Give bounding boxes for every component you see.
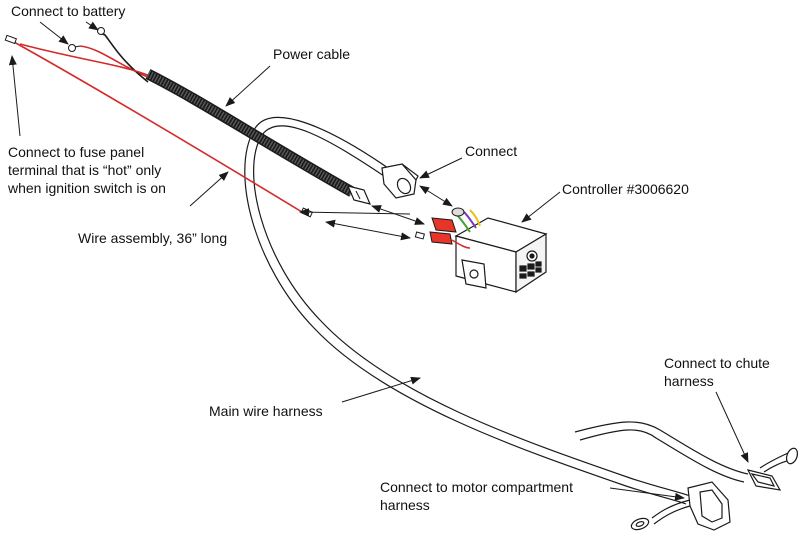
controller-box: [414, 207, 548, 294]
motor-compartment-connector: [630, 481, 731, 531]
label-fuse-panel-line3: when ignition switch is on: [8, 180, 166, 196]
battery-leads: [68, 27, 151, 83]
chute-harness-connector: [746, 447, 799, 491]
label-main-wire-harness: Main wire harness: [209, 403, 323, 419]
harness-connector: [381, 163, 419, 199]
label-power-cable: Power cable: [273, 46, 351, 62]
label-controller: Controller #3006620: [562, 181, 689, 197]
label-motor-harness-line1: Connect to motor compartment: [380, 479, 573, 495]
label-fuse-panel: Connect to fuse panel terminal that is “…: [8, 143, 166, 197]
leader-lines: [8, 21, 749, 501]
label-chute-harness: Connect to chute harness: [664, 354, 770, 390]
label-connect-to-battery: Connect to battery: [11, 3, 126, 19]
label-fuse-panel-line1: Connect to fuse panel: [8, 144, 145, 160]
label-motor-compartment-harness: Connect to motor compartment harness: [380, 478, 573, 514]
power-cable: [145, 69, 372, 205]
label-fuse-panel-line2: terminal that is “hot” only: [8, 162, 162, 178]
label-wire-assembly: Wire assembly, 36” long: [78, 230, 228, 246]
label-chute-harness-line2: harness: [664, 373, 714, 389]
label-chute-harness-line1: Connect to chute: [664, 355, 770, 371]
main-wire-harness: [244, 116, 749, 505]
label-connect: Connect: [465, 143, 518, 159]
label-motor-harness-line2: harness: [380, 497, 430, 513]
